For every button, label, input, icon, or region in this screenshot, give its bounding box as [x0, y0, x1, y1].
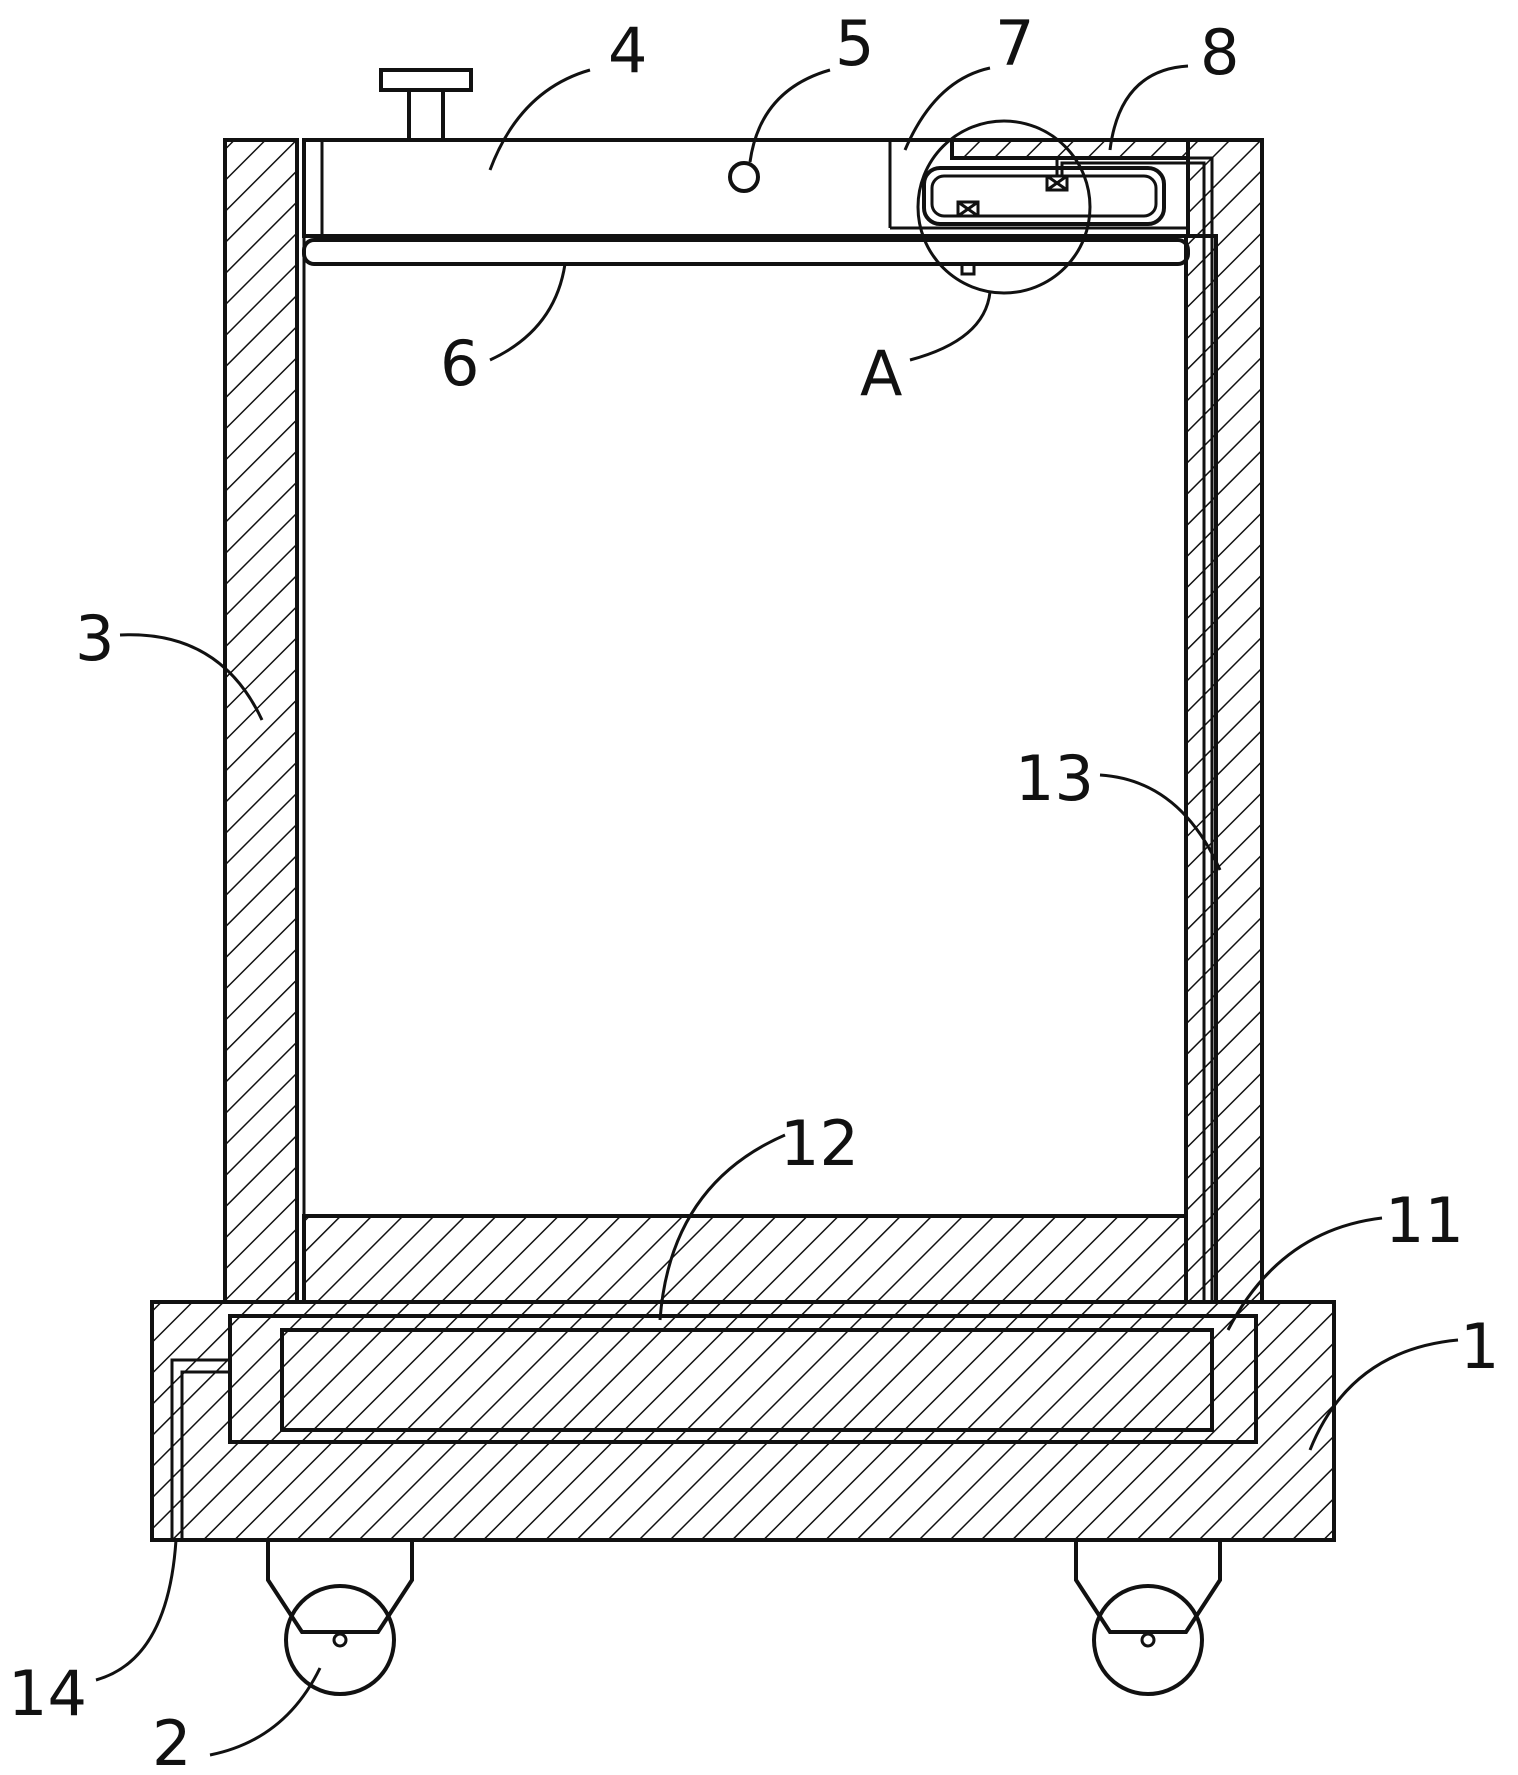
small-tab: [960, 262, 976, 276]
label-5: 5: [835, 7, 874, 80]
label-12: 12: [780, 1107, 859, 1180]
leader-4: [488, 68, 591, 171]
battery-box-inner: [930, 174, 1158, 218]
wheel-axle-left: [332, 1632, 348, 1648]
leader-8: [1108, 64, 1189, 151]
label-a: A: [860, 337, 902, 410]
base: [150, 1300, 1336, 1542]
sensor-left: [956, 200, 980, 218]
wheel-left: [284, 1584, 396, 1696]
leader-6: [489, 263, 567, 362]
left-outer-wall: [223, 138, 299, 1304]
knob-cap[interactable]: [379, 68, 473, 92]
wheel-mount-right: [1074, 1538, 1222, 1634]
inner-floor: [302, 1214, 1188, 1304]
filter-element: [280, 1328, 1214, 1432]
wire-8-inner: [1060, 161, 1206, 1310]
label-2: 2: [152, 1707, 191, 1775]
lid: [302, 138, 1190, 238]
label-6: 6: [440, 327, 479, 400]
wheel-mount-left: [266, 1538, 414, 1634]
leader-14: [95, 1539, 178, 1682]
leader-2: [209, 1667, 322, 1757]
leader-11: [1226, 1216, 1383, 1331]
leader-1: [1308, 1338, 1459, 1451]
detail-circle-a: [916, 119, 1092, 295]
partition-plate: [302, 238, 1190, 266]
chamber-top-hatch: [950, 138, 1190, 160]
vent-hole: [728, 161, 760, 193]
label-11: 11: [1385, 1184, 1464, 1257]
leader-3: [119, 633, 264, 721]
sensor-left-x2: [957, 200, 979, 218]
label-13: 13: [1015, 742, 1094, 815]
leader-a: [909, 291, 992, 362]
label-8: 8: [1200, 16, 1239, 89]
filter-cavity: [228, 1314, 1258, 1444]
drain-pipe: [170, 1358, 230, 1540]
label-4: 4: [608, 14, 647, 87]
label-7: 7: [995, 7, 1034, 80]
drain-pipe-inner: [180, 1370, 230, 1540]
wheel-right: [1092, 1584, 1204, 1696]
leader-13: [1099, 773, 1222, 871]
label-3: 3: [75, 602, 114, 675]
label-14: 14: [8, 1657, 87, 1730]
battery-box: [922, 166, 1166, 226]
wheel-axle-right: [1140, 1632, 1156, 1648]
leader-12: [658, 1133, 786, 1321]
leader-5: [748, 68, 831, 163]
wire-8: [1055, 156, 1214, 1310]
label-1: 1: [1460, 1310, 1499, 1383]
knob-stem[interactable]: [407, 88, 445, 142]
sensor-right-x2: [1046, 174, 1068, 192]
leader-7: [903, 66, 991, 151]
